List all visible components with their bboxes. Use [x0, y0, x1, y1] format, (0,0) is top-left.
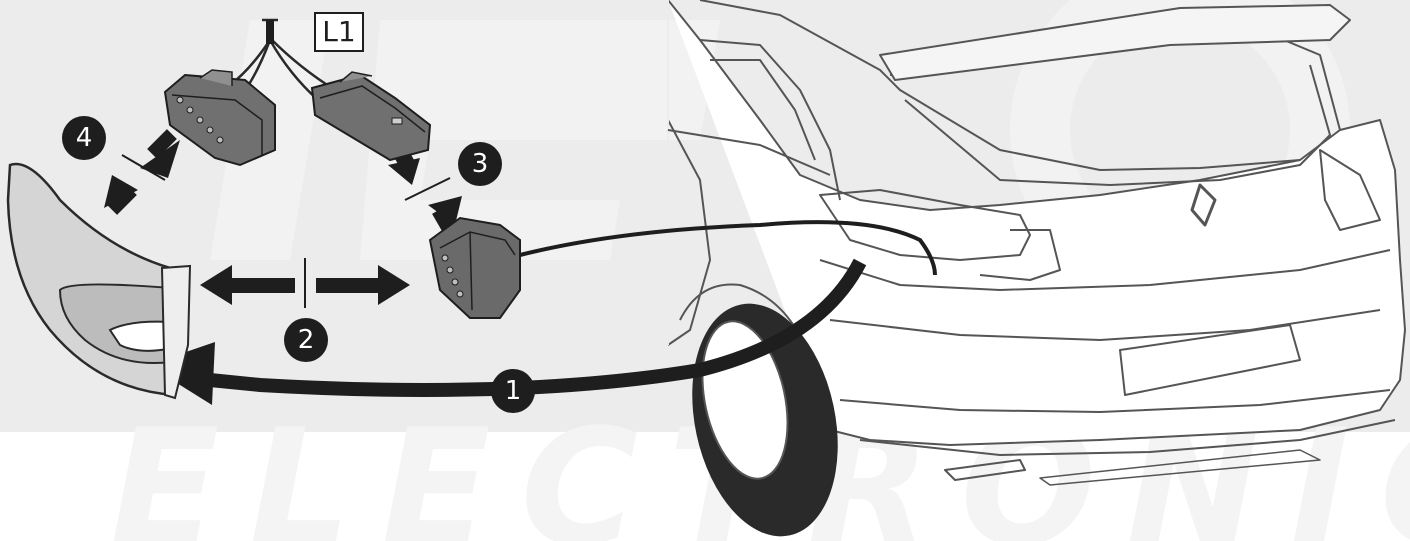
tail-lamp-icon [6, 162, 192, 400]
wire-label-l1: L1 [314, 12, 364, 52]
car-rear-icon [667, 0, 1406, 486]
step-marker-2: 2 [284, 318, 328, 362]
step-marker-4: 4 [62, 116, 106, 160]
separation-arrows-icon [200, 258, 410, 308]
connector-icon [428, 216, 521, 319]
step-marker-1: 1 [491, 369, 535, 413]
connect-arrows-4-icon [104, 129, 180, 215]
connector-icon [163, 69, 276, 167]
wire-icon [519, 220, 937, 276]
step-marker-3: 3 [458, 142, 502, 186]
connector-icon [310, 71, 432, 162]
